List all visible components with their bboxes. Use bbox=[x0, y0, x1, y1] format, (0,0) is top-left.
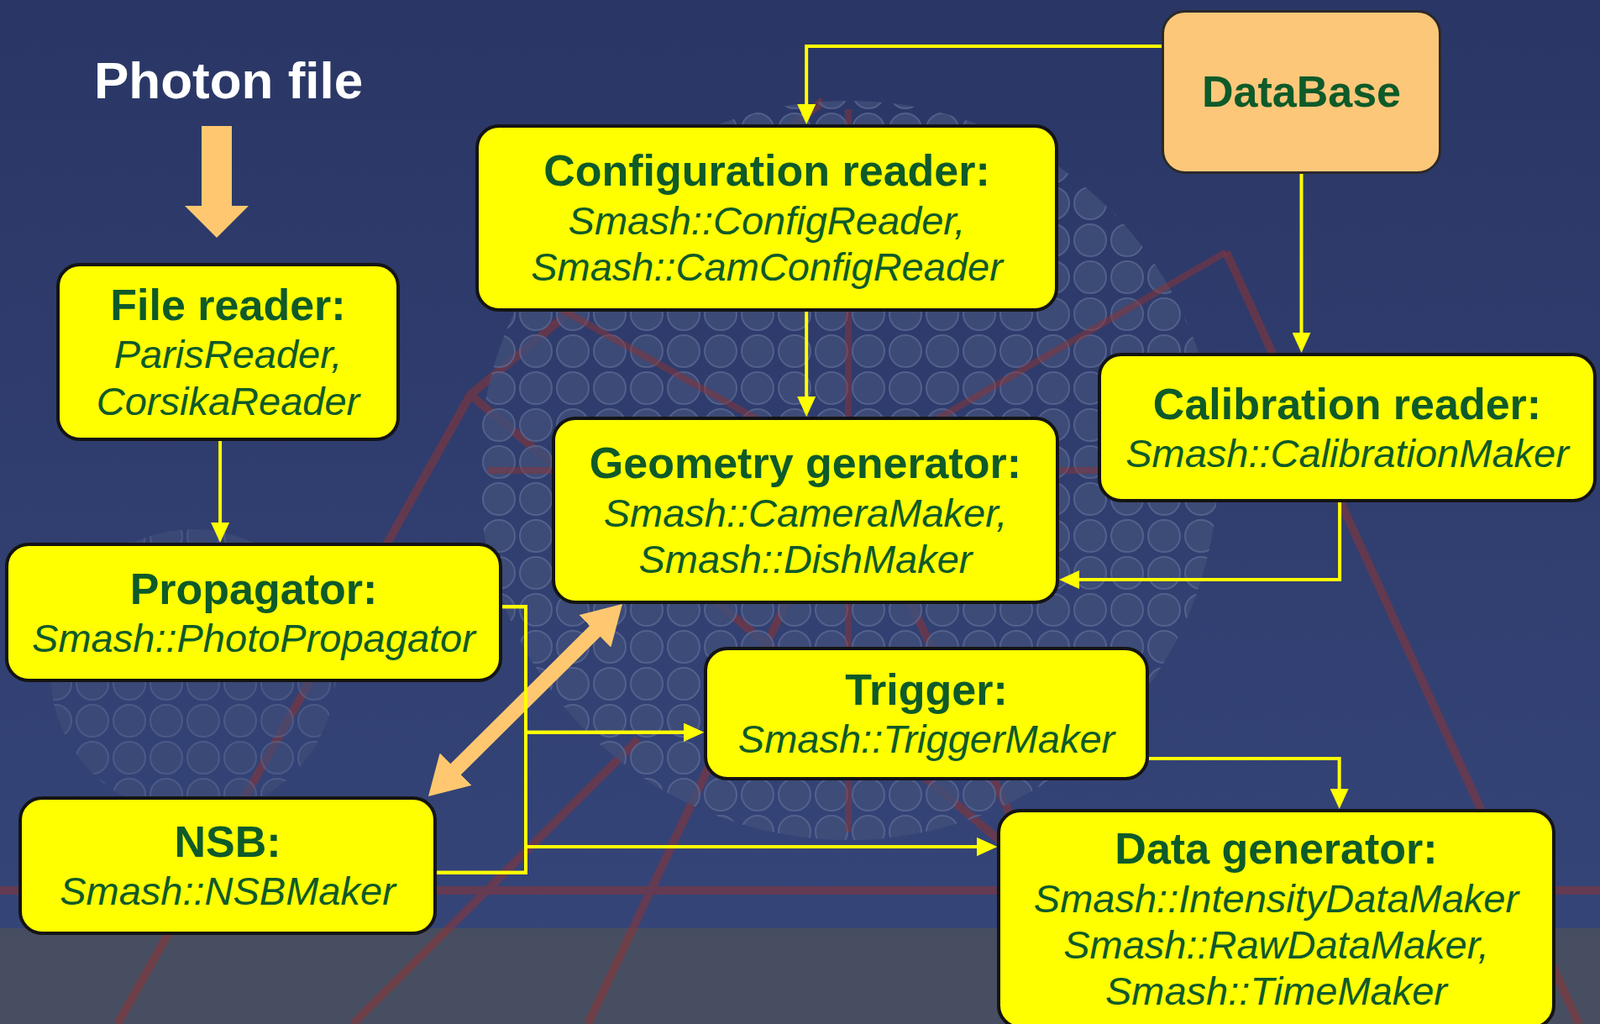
flow-arrow bbox=[436, 846, 987, 873]
class-list: Smash::TriggerMaker bbox=[717, 715, 1136, 762]
component-name: Data generator: bbox=[1010, 823, 1543, 875]
flow-arrow bbox=[1069, 502, 1340, 580]
class-list: Smash::CalibrationMaker bbox=[1111, 430, 1584, 477]
class-list: Smash::ConfigReader, Smash::CamConfigRea… bbox=[488, 197, 1045, 291]
flow-arrow bbox=[804, 311, 808, 407]
flow-arrow bbox=[502, 606, 694, 732]
flow-arrow bbox=[806, 46, 1162, 115]
data-generator-box: Data generator:Smash::IntensityDataMaker… bbox=[996, 808, 1556, 1024]
component-name: File reader: bbox=[69, 279, 387, 331]
class-list: Smash::IntensityDataMaker Smash::RawData… bbox=[1010, 875, 1543, 1015]
telescope-frame bbox=[0, 100, 1600, 1024]
propagator-box: Propagator:Smash::PhotoPropagator bbox=[5, 542, 503, 682]
component-name: Geometry generator: bbox=[565, 437, 1046, 489]
database-box: DataBase bbox=[1161, 10, 1442, 174]
component-name: DataBase bbox=[1174, 66, 1429, 118]
config-reader-box: Configuration reader:Smash::ConfigReader… bbox=[475, 124, 1059, 312]
trigger-box: Trigger:Smash::TriggerMaker bbox=[703, 646, 1149, 781]
class-list: Smash::PhotoPropagator bbox=[18, 614, 489, 661]
component-name: Calibration reader: bbox=[1111, 378, 1584, 431]
geometry-generator-box: Geometry generator:Smash::CameraMaker, S… bbox=[551, 416, 1060, 604]
calibration-reader-box: Calibration reader:Smash::CalibrationMak… bbox=[1097, 352, 1597, 503]
input-label: Photon file bbox=[94, 52, 363, 110]
input-arrow bbox=[184, 125, 249, 238]
component-name: Propagator: bbox=[18, 563, 489, 615]
flow-arrow bbox=[1148, 758, 1340, 799]
component-name: Trigger: bbox=[717, 664, 1136, 716]
file-reader-box: File reader:ParisReader, CorsikaReader bbox=[56, 262, 400, 441]
component-name: Configuration reader: bbox=[488, 145, 1045, 197]
flow-arrow bbox=[436, 732, 694, 873]
class-list: Smash::NSBMaker bbox=[31, 867, 424, 914]
class-list: Smash::CameraMaker, Smash::DishMaker bbox=[565, 489, 1046, 583]
nsb-box: NSB:Smash::NSBMaker bbox=[18, 796, 437, 935]
flow-arrow bbox=[1300, 173, 1304, 343]
class-list: ParisReader, CorsikaReader bbox=[69, 330, 387, 425]
flow-arrow bbox=[218, 440, 222, 533]
component-name: NSB: bbox=[31, 816, 424, 868]
